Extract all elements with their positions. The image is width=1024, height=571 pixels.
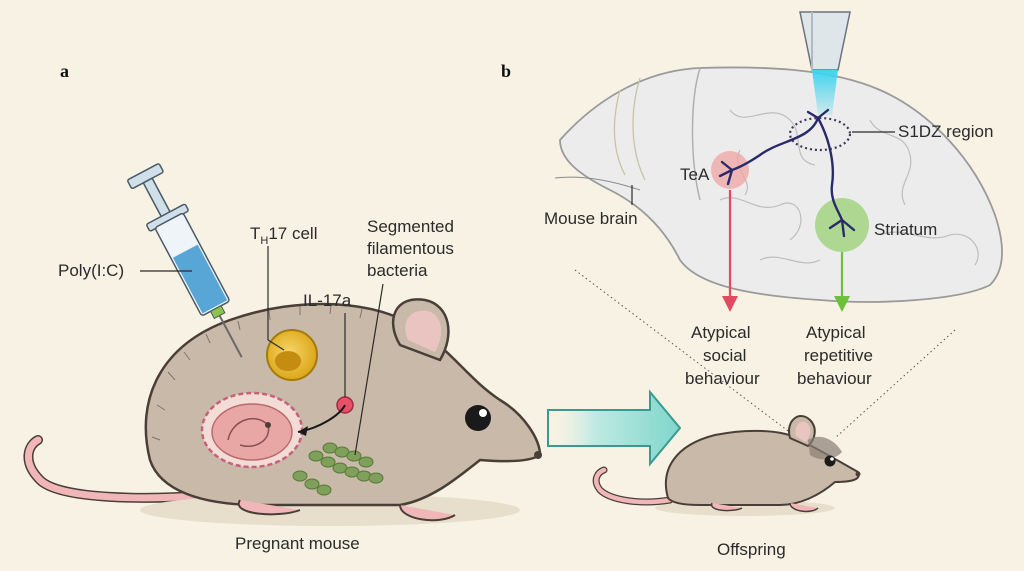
sfb-label-line1: Segmented	[367, 217, 454, 236]
projection-line-left	[574, 269, 801, 441]
mouse-brain-label: Mouse brain	[544, 209, 638, 228]
panel-label-b: b	[501, 61, 511, 81]
tea-label: TeA	[680, 165, 710, 184]
offspring-eye	[824, 455, 836, 467]
offspring-nose	[855, 471, 861, 477]
sfb-label-line2: filamentous	[367, 239, 454, 258]
segmented-filamentous-bacteria	[292, 442, 384, 496]
repetitive-label-line3: behaviour	[797, 369, 872, 388]
s1dz-label: S1DZ region	[898, 122, 993, 141]
panel-label-a: a	[60, 61, 69, 81]
th17-label: TH17 cell	[250, 224, 317, 247]
syringe	[127, 163, 243, 358]
repetitive-label-line2: repetitive	[804, 346, 873, 365]
pregnant-mouse-inner-ear	[405, 310, 442, 352]
mouse-brain	[559, 66, 1003, 303]
offspring-front-foot	[789, 502, 819, 513]
fur-texture	[151, 304, 363, 441]
s1dz-region	[788, 116, 852, 152]
pregnant-mouse-hind-foot	[237, 499, 301, 516]
optic-fiber	[799, 11, 851, 71]
social-label-line1: Atypical	[691, 323, 751, 342]
light-beam	[812, 70, 838, 115]
embryo	[211, 403, 293, 461]
offspring-tail	[593, 467, 673, 505]
transition-arrow	[547, 389, 682, 467]
th17-cell-nucleus	[275, 351, 301, 371]
syringe-liquid	[172, 244, 228, 314]
pregnant-mouse-label: Pregnant mouse	[235, 534, 360, 553]
pregnant-mouse-eye	[465, 405, 491, 431]
pregnant-mouse-nose	[534, 451, 542, 459]
repetitive-label-line1: Atypical	[806, 323, 866, 342]
sfb-label-line3: bacteria	[367, 261, 428, 280]
striatum-label: Striatum	[874, 220, 937, 239]
poly-ic-label: Poly(I:C)	[58, 261, 124, 280]
neuron-projections	[718, 108, 856, 238]
social-label-line3: behaviour	[685, 369, 760, 388]
social-label-line2: social	[703, 346, 746, 365]
il17a-label: IL-17a	[303, 291, 352, 310]
pregnant-mouse-front-foot	[399, 504, 456, 522]
offspring-head-patch	[808, 436, 842, 460]
syringe-needle	[218, 315, 243, 358]
sfb-leader	[354, 283, 384, 456]
offspring-label: Offspring	[717, 540, 786, 559]
offspring-hind-foot	[711, 502, 743, 512]
pregnant-mouse-tail	[25, 436, 214, 502]
